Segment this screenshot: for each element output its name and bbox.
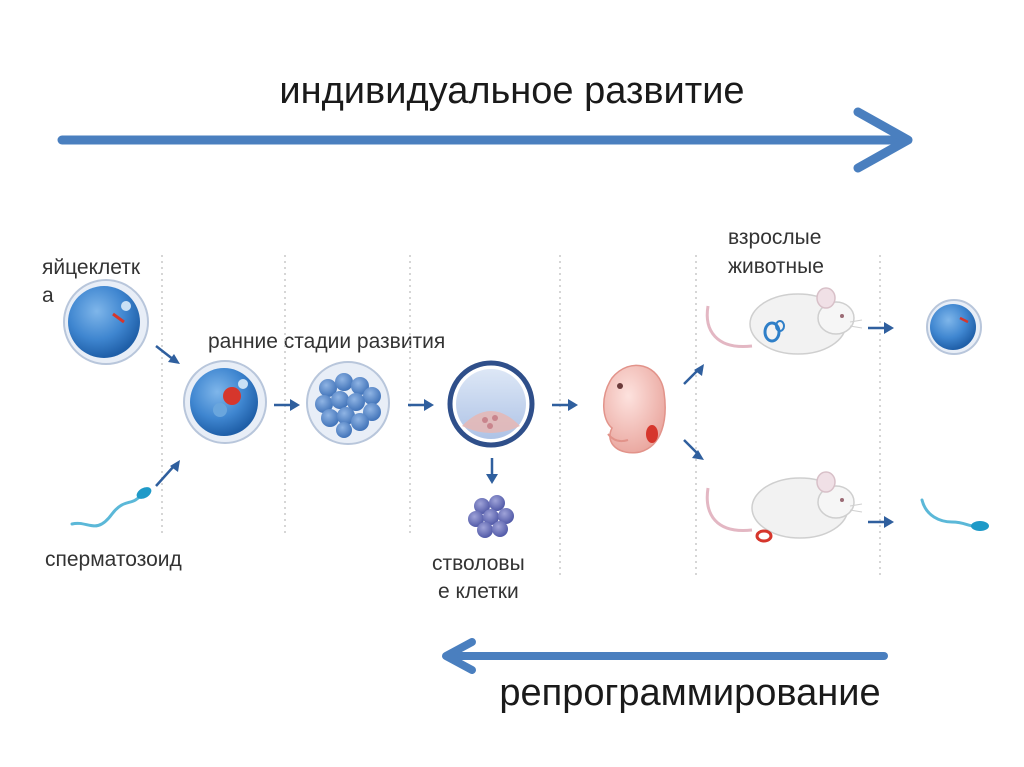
title-reprogramming: репрограммирование [499,672,881,714]
arrow-blastocyst-to-stem [486,458,498,484]
label-sperm: сперматозоид [45,548,182,571]
zygote [183,360,267,444]
fetus [603,364,666,454]
egg-cell [63,279,149,365]
arrow-egg-to-zygote [155,345,180,364]
arrow-fetus-to-mouse-top [683,364,704,385]
label-egg-2: а [42,284,54,307]
development-arrow [57,107,913,173]
arrow-mouse-to-egg [868,322,894,334]
adult-mouse-top [705,287,863,355]
title-development: индивидуальное развитие [279,70,745,112]
output-egg-cell [926,299,982,355]
label-stem-1: стволовы [432,552,525,575]
arrow-sperm-to-zygote [155,460,180,487]
arrow-blastocyst-to-fetus [552,399,578,411]
arrow-morula-to-blastocyst [408,399,434,411]
blastocyst [447,360,535,448]
small-arrows [155,322,894,528]
reprogramming-arrow [442,638,888,674]
arrow-fetus-to-mouse-bottom [683,439,704,460]
label-early-stages: ранние стадии развития [208,330,446,353]
label-adults-2: животные [728,255,824,278]
arrow-zygote-to-morula [274,399,300,411]
morula [306,361,390,445]
output-sperm-cell [920,498,989,531]
label-stem-2: е клетки [438,580,519,603]
sperm-cell [70,487,152,528]
stage-separators [161,255,881,578]
adult-mouse-bottom [705,471,863,543]
stem-cells [468,495,514,538]
label-egg-1: яйцеклетк [42,256,141,279]
label-adults-1: взрослые [728,226,822,249]
arrow-mouse-to-sperm [868,516,894,528]
